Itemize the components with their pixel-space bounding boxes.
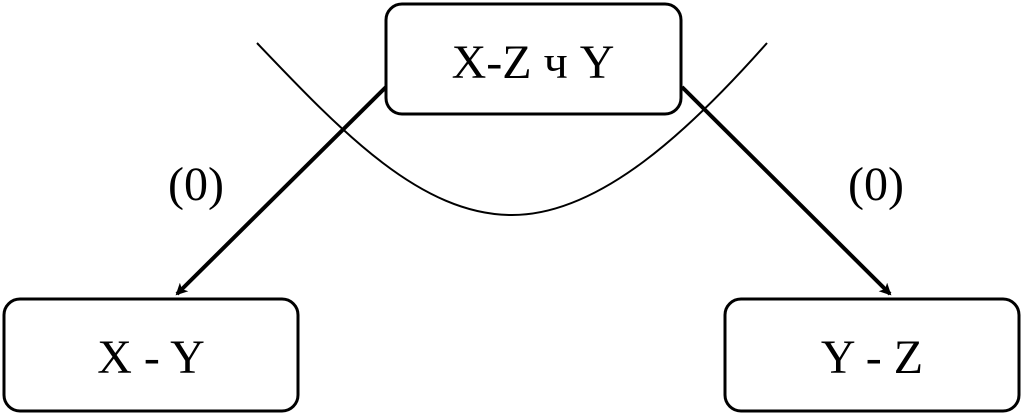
cut-curve (256, 42, 768, 217)
root-node-box (384, 2, 683, 116)
edge-label-right: (0) (848, 158, 904, 211)
edge-arrow-left (175, 85, 388, 296)
edge-arrow-right (680, 85, 892, 296)
right-child-node-label: Y - Z (821, 331, 923, 384)
left-child-node-label: X - Y (97, 331, 205, 384)
root-node[interactable]: X-Z ч Y (384, 2, 683, 116)
left-child-node-box (2, 297, 300, 413)
left-child-node[interactable]: X - Y (2, 297, 300, 413)
root-node-label: X-Z ч Y (452, 36, 615, 89)
right-child-node-box (723, 297, 1021, 413)
right-child-node[interactable]: Y - Z (723, 297, 1021, 413)
edge-label-left: (0) (168, 158, 224, 211)
